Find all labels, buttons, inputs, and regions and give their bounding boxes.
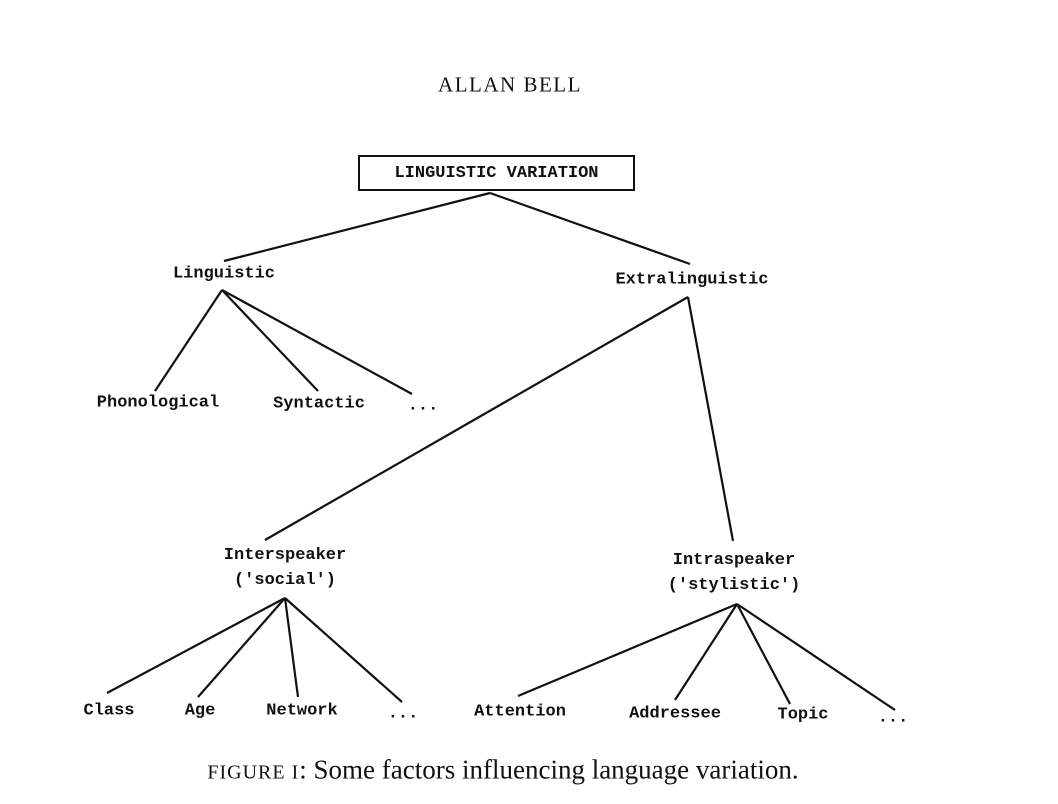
node-syntactic: Syntactic (273, 394, 365, 414)
node-intraspeaker-more: ... (877, 708, 909, 728)
edge-linguistic-more (221, 289, 413, 395)
node-age: Age (184, 701, 216, 721)
node-extralinguistic: Extralinguistic (615, 270, 769, 290)
edge-inter-age (197, 597, 286, 698)
edge-intra-attention (517, 602, 738, 698)
edge-inter-class (106, 597, 286, 694)
edge-extra-inter (264, 296, 689, 541)
edge-intra-addressee (674, 603, 738, 701)
node-interspeaker: Interspeaker ('social') (224, 543, 346, 593)
edge-linguistic-phonological (154, 289, 223, 392)
node-topic: Topic (777, 705, 829, 725)
page-header: ALLAN BELL (438, 72, 582, 97)
intraspeaker-gloss: ('stylistic') (667, 576, 801, 595)
node-attention: Attention (474, 702, 566, 722)
interspeaker-gloss: ('social') (233, 571, 337, 590)
root-node: LINGUISTIC VARIATION (358, 155, 635, 191)
interspeaker-label: Interspeaker (223, 546, 347, 565)
edge-intra-topic (736, 603, 791, 705)
intraspeaker-label: Intraspeaker (672, 551, 796, 570)
node-class: Class (83, 701, 135, 721)
node-addressee: Addressee (629, 704, 721, 724)
node-phonological: Phonological (96, 393, 220, 413)
edge-extra-intra (686, 296, 735, 542)
edge-linguistic-syntactic (221, 289, 319, 392)
edge-root-extralinguistic (489, 191, 691, 266)
edge-intra-more (736, 603, 896, 711)
figure-label: FIGURE I (207, 761, 300, 784)
root-label: LINGUISTIC VARIATION (394, 163, 599, 183)
edge-inter-more (284, 597, 403, 703)
figure-caption: FIGURE I: Some factors influencing langu… (207, 755, 798, 786)
node-linguistic-more: ... (407, 396, 439, 416)
figure-caption-text: : Some factors influencing language vari… (299, 754, 799, 785)
edge-inter-network (283, 597, 300, 698)
edge-root-linguistic (223, 191, 491, 263)
node-linguistic: Linguistic (172, 264, 276, 284)
node-intraspeaker: Intraspeaker ('stylistic') (668, 548, 801, 598)
node-network: Network (266, 701, 338, 721)
node-interspeaker-more: ... (387, 704, 419, 724)
